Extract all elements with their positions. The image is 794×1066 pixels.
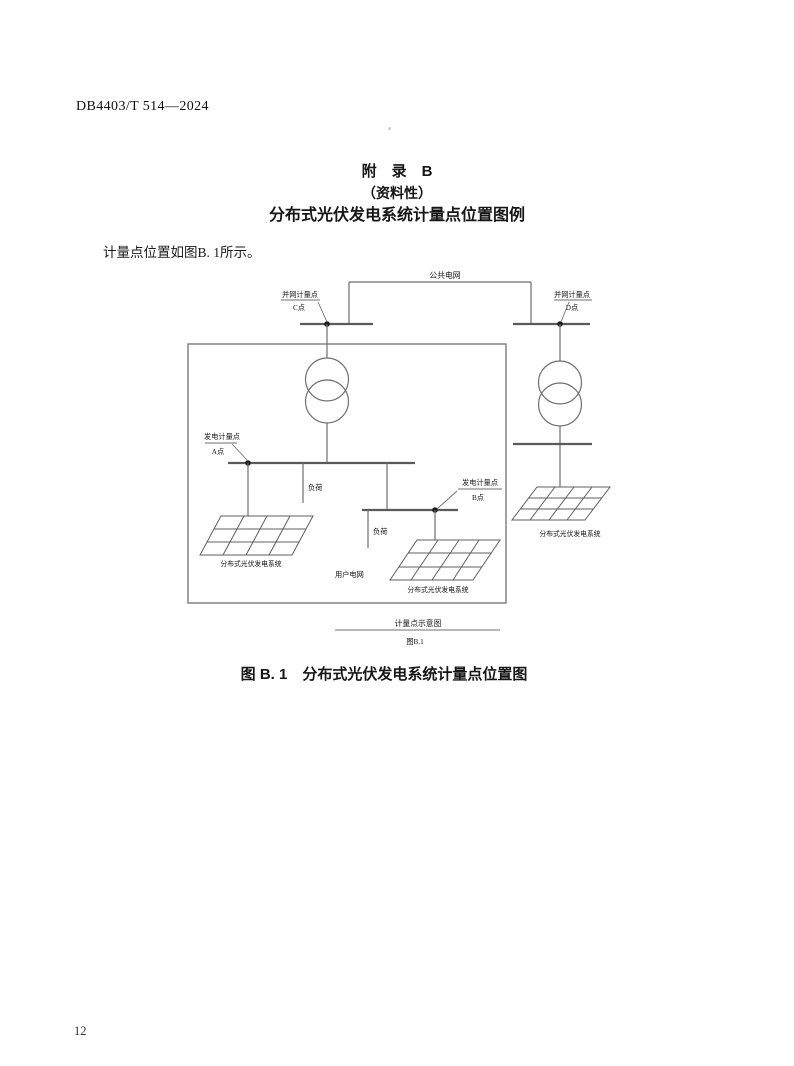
pv-array-2	[389, 539, 501, 581]
meter-b-point-label: B点	[472, 494, 484, 502]
scan-artifact-dot	[388, 127, 391, 130]
load2-label: 负荷	[373, 527, 387, 536]
public-grid-label: 公共电网	[429, 270, 460, 280]
pv-array-1-label: 分布式光伏发电系统	[220, 559, 281, 568]
meter-d-leader	[560, 301, 570, 323]
transformer2-symbol	[537, 360, 583, 427]
user-grid-boundary-box	[187, 343, 507, 604]
inner-figure-number: 图B.1	[406, 638, 424, 646]
transformer1-symbol	[304, 357, 350, 424]
appendix-title-block: 附 录 B （资料性） 分布式光伏发电系统计量点位置图例	[0, 161, 794, 227]
pv-array-2-label: 分布式光伏发电系统	[407, 585, 468, 594]
transformer1-top-coil	[304, 357, 350, 402]
pv-array-3-label: 分布式光伏发电系统	[539, 529, 600, 538]
pv-array-1	[199, 515, 314, 556]
figure-b1-diagram: 公共电网 并网计量点 C点 并网计量点 D点 发电计量点 A点 负荷 发电计量点…	[187, 270, 612, 646]
user-grid-label: 用户电网	[335, 570, 364, 579]
page-number: 12	[74, 1024, 87, 1038]
meter-d-point-label: D点	[566, 304, 578, 312]
appendix-title: 附 录 B	[361, 163, 433, 180]
appendix-type-note: （资料性）	[362, 185, 432, 201]
inner-figure-title: 计量点示意图	[395, 618, 442, 628]
meter-a-leader	[231, 443, 249, 462]
meter-b-label: 发电计量点	[462, 478, 498, 487]
pv-array-3-grid	[520, 486, 602, 521]
meter-a-label: 发电计量点	[204, 432, 240, 441]
meter-c-point-label: C点	[293, 304, 305, 312]
load1-label: 负荷	[308, 483, 322, 492]
figure-caption: 图 B. 1 分布式光伏发电系统计量点位置图	[240, 666, 528, 683]
transformer2-top-coil	[537, 360, 583, 405]
intro-paragraph: 计量点位置如图B. 1所示。	[103, 245, 261, 260]
meter-c-leader	[317, 301, 328, 323]
pv-array-3-outline	[510, 486, 612, 521]
public-grid-drop-wires	[348, 282, 532, 324]
pv-array-1-grid	[207, 515, 306, 556]
meter-d-label: 并网计量点	[554, 290, 590, 299]
meter-c-label: 并网计量点	[282, 290, 318, 299]
meter-b-leader	[436, 490, 458, 510]
document-standard-number: DB4403/T 514—2024	[76, 99, 209, 114]
appendix-subtitle: 分布式光伏发电系统计量点位置图例	[268, 207, 525, 224]
meter-a-point-label: A点	[212, 448, 224, 456]
pv-array-2-grid	[399, 539, 491, 581]
pv-array-3	[510, 486, 612, 521]
